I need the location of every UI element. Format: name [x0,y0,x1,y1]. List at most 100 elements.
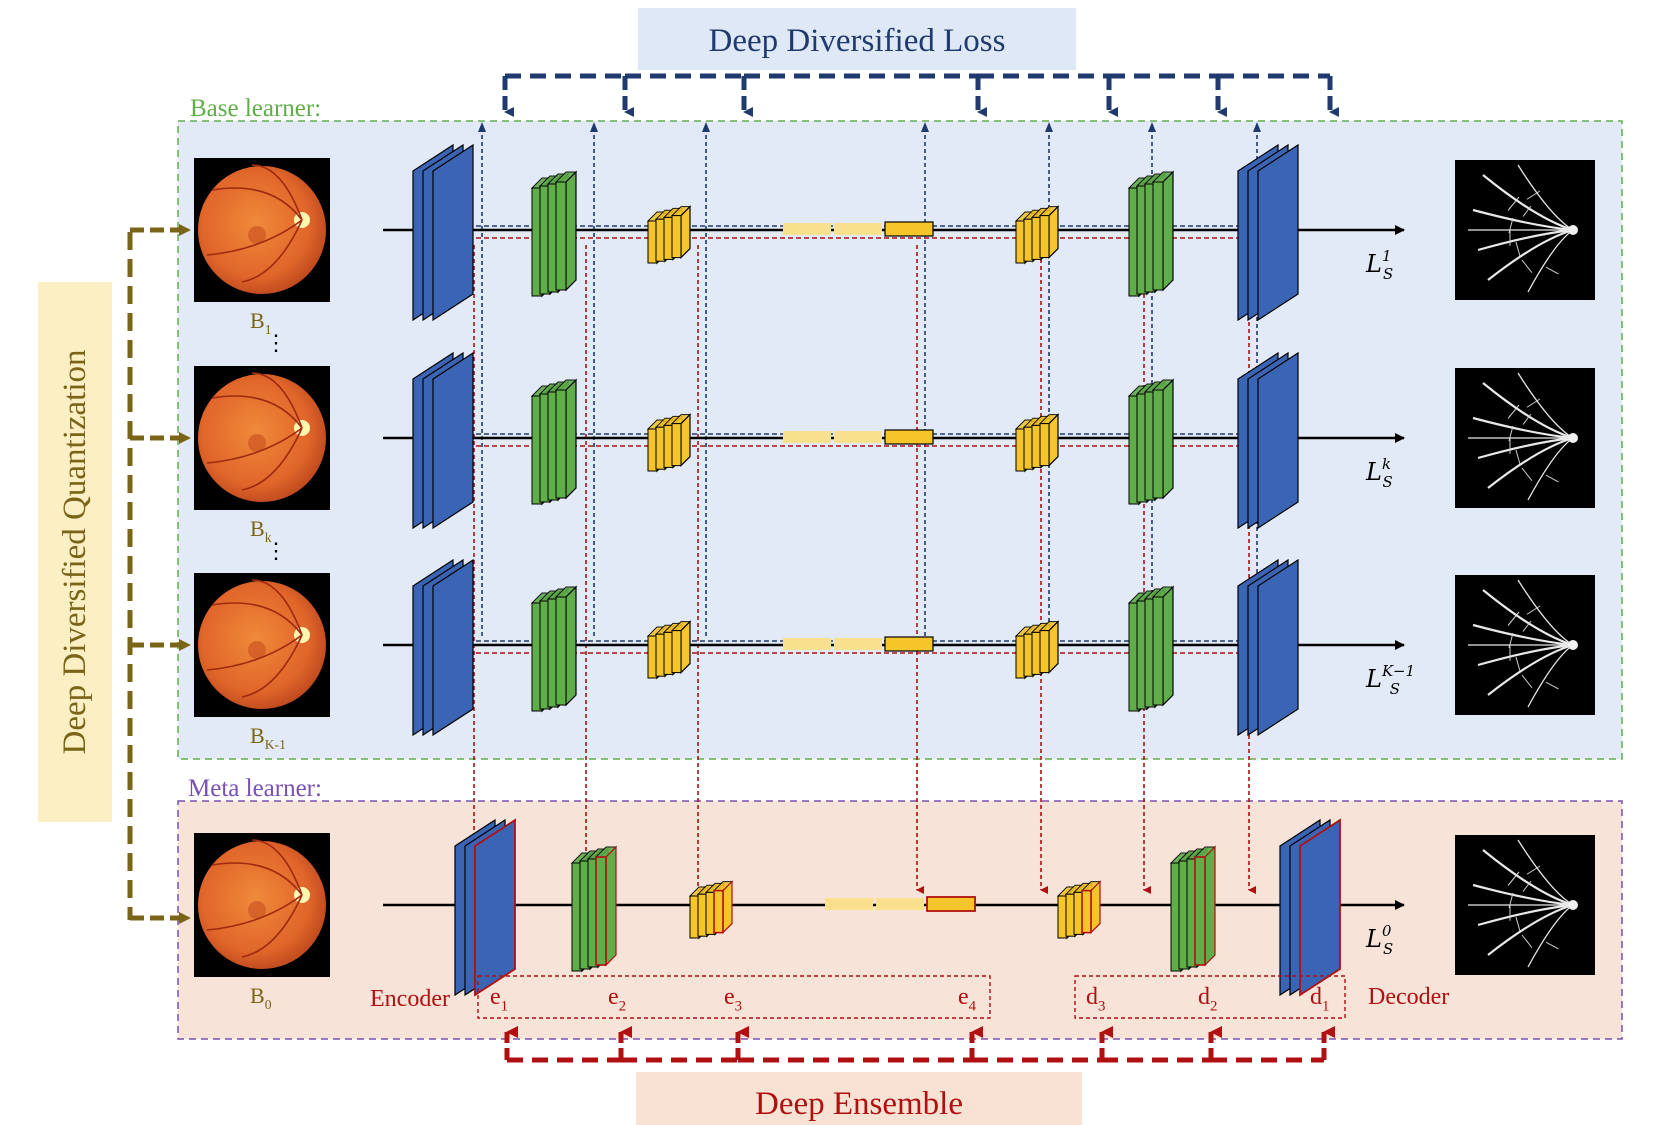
loss-label-1-sup: 1 [1382,247,1391,265]
meta-encoder-block-1 [454,818,516,997]
decoder-block-3-2-side [1048,413,1059,468]
decoder-block-3-2-face [1039,423,1050,467]
encoder-block-3-1-side [680,205,691,260]
ensemble-bus [504,1026,1335,1063]
input-label-3-sub: K-1 [265,737,286,752]
meta-encoder-block-2-side [605,845,617,967]
output-map-1-disc [1568,225,1578,235]
meta-decoder-block-1-plate [1299,818,1341,997]
decoder-block-1-3 [1237,558,1299,737]
encoder-block-2-2-face [555,389,567,499]
encoder-block-3-3-side [680,620,691,675]
encoder-label: Encoder [370,986,450,1012]
meta-output-map-vessel [1517,839,1574,906]
encoder-block-3-2-face [671,423,682,467]
meta-loss-label-sup: 0 [1382,922,1391,940]
meta-output-map-vessel [1487,903,1574,956]
decoder-block-1-2 [1237,351,1299,530]
encoder-tap-2-sub: 2 [619,999,626,1015]
decoder-block-1-1-plate [1257,143,1299,322]
loss-tap-head-4 [921,122,929,132]
output-map-2-branch [1522,413,1532,425]
output-map-1-branch [1526,190,1541,200]
decoder-tap-2: d2 [1198,984,1217,1015]
loss-label-1-sub: S [1383,265,1393,283]
meta-encoder-block-1-plate [474,818,516,997]
base-learner-label: Base learner: [190,95,321,122]
encoder-block-1-3-plate [432,558,474,737]
meta-encoder-block-2-face [595,856,607,966]
decoder-block-2-1-side [1162,170,1174,292]
meta-input-image-vessel [211,862,303,896]
meta-loss-label-main: L [1365,925,1382,953]
output-map-1-branch [1522,205,1532,217]
encoder-block-3-1 [646,205,692,265]
output-map-1-branch [1507,196,1520,211]
output-map-2-vessel [1517,372,1574,439]
input-image-2 [194,366,330,510]
output-map-1-vessel [1502,189,1574,231]
input-label-1-sub: 1 [265,322,272,337]
output-map-3-branch [1545,681,1559,690]
deep-diversified-quantization-box [38,282,112,822]
encoder-tap-1-sub: 1 [501,999,508,1015]
meta-input-label: B0 [250,983,272,1012]
decoder-block-3-1-side [1048,205,1059,260]
meta-output-map [1455,835,1595,975]
meta-encoder-block-2 [570,845,618,973]
output-map-2-branch [1526,398,1541,408]
output-map-3-disc [1568,640,1578,650]
output-map-2-vessel [1477,436,1574,460]
deep-ensemble-title: Deep Ensemble [755,1086,963,1122]
output-map-3-branch [1507,611,1520,626]
meta-output-map-branch [1522,880,1532,892]
decoder-block-3-3-side [1048,620,1059,675]
input-image-2-vessel [211,395,303,429]
output-map-2-branch [1507,404,1520,419]
meta-decoder-block-1 [1279,818,1341,997]
input-image-1-vessel [241,219,303,283]
meta-input-image-vessel [251,839,303,896]
encoder-tap-3-sub: 3 [735,999,742,1015]
decoder-block-1-1 [1237,143,1299,322]
encoder-tap-3-main: e [724,984,735,1010]
output-map-2-branch [1545,474,1559,483]
encoder-block-1-1-plate [432,143,474,322]
deep-diversified-loss-title: Deep Diversified Loss [709,23,1006,59]
bottleneck-3-1 [884,221,934,237]
deep-ensemble-box [636,1072,1082,1125]
output-map-3-vessel [1502,604,1574,646]
decoder-tap-3-sub: 1 [1322,999,1329,1015]
deep-diversified-loss-box [638,8,1076,70]
decoder-block-2-1-face [1152,181,1164,291]
meta-output-map-branch [1526,865,1541,875]
decoder-block-2-2-side [1162,378,1174,500]
output-map-3-branch [1521,674,1533,689]
decoder-block-2-3 [1127,585,1175,713]
decoder-block-3-1-face [1039,215,1050,259]
bottleneck-2-2 [834,431,882,443]
loss-label-3-main: L [1365,665,1382,693]
diversified-loss-bus [502,73,1339,117]
encoder-block-3-3-face [671,630,682,674]
encoder-block-2-1-side [565,170,577,292]
quantization-arrows [127,224,191,924]
encoder-block-2-2 [530,378,578,506]
loss-tap-head-6 [1148,122,1156,132]
encoder-block-2-3 [530,585,578,713]
output-map-1-vessel [1487,228,1574,281]
encoder-group-box [477,975,991,1019]
encoder-tap-3: e3 [724,984,742,1015]
loss-label-2-sub: S [1383,473,1393,491]
decoder-block-2-2-face [1152,389,1164,499]
decoder-block-3-1 [1014,205,1060,265]
input-image-3-macula [248,641,266,659]
encoder-block-1-1 [412,143,474,322]
encoder-tap-1-main: e [490,984,501,1010]
loss-label-3-sub: S [1390,680,1400,698]
encoder-block-2-3-side [565,585,577,707]
